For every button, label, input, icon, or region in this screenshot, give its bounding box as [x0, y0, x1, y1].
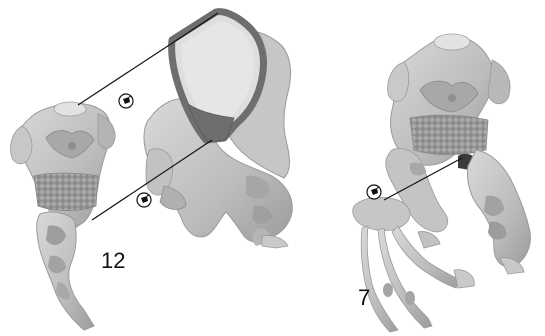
step-7-assembly [353, 34, 531, 332]
step-number-12: 12 [101, 250, 125, 272]
glue-tube-icon [137, 193, 151, 207]
step-number-7: 7 [358, 287, 370, 309]
main-body-full [386, 34, 531, 274]
torso-part-left [10, 102, 115, 330]
step-12-assembly [10, 12, 292, 330]
glue-tube-icon [119, 94, 133, 108]
glue-tube-icon [367, 185, 381, 199]
